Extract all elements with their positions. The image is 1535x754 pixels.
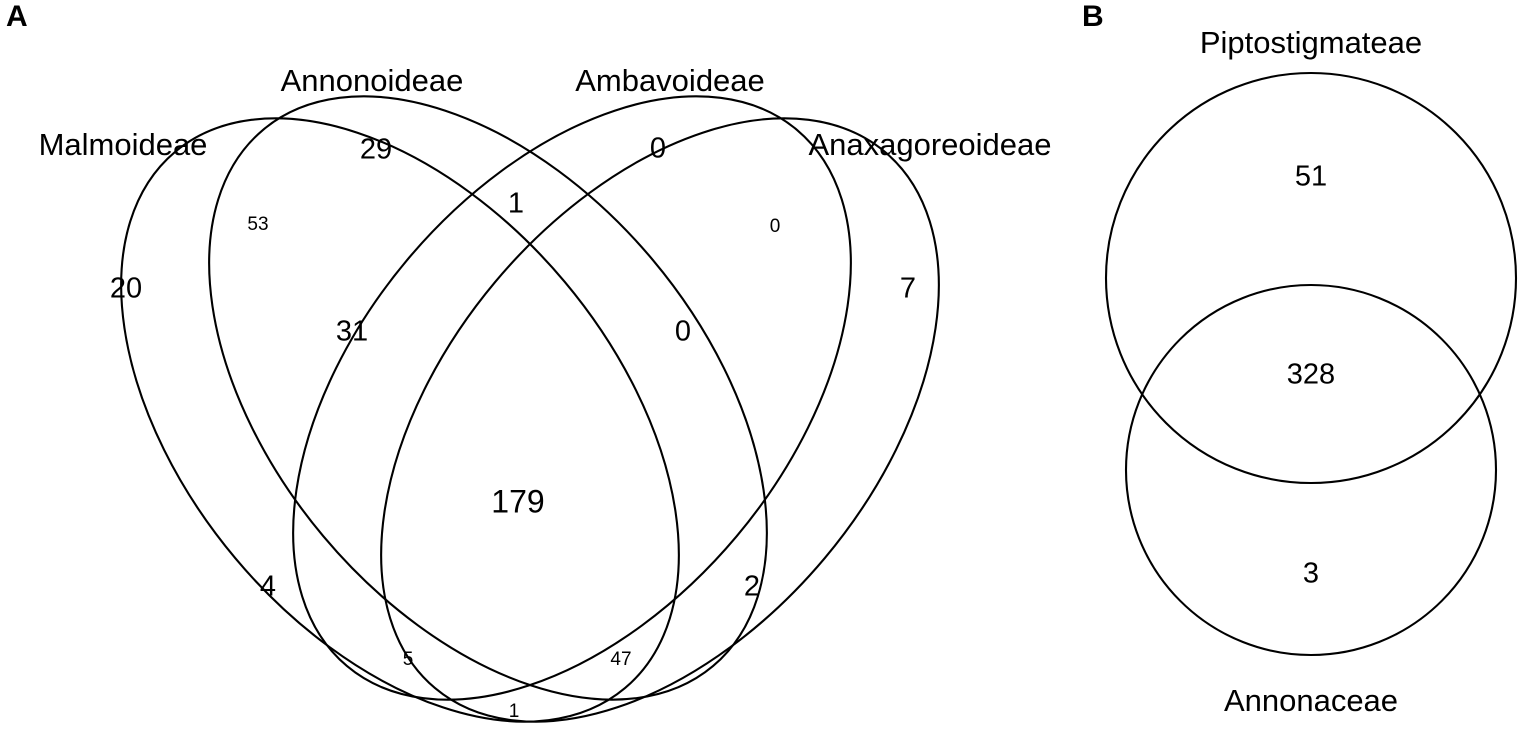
- count-malmoideae-anaxagoreoideae: 1: [509, 701, 520, 722]
- panel-b: B Piptostigmateae 51 328 3 Annonaceae: [1060, 0, 1535, 754]
- count-intersection: 328: [1287, 359, 1335, 391]
- count-annonoideae-ambavoideae: 1: [508, 188, 524, 220]
- count-annonoideae-anaxagoreoideae: 0: [675, 316, 691, 348]
- count-malmoideae-annonoideae-ambavoideae: 4: [260, 571, 276, 603]
- set-label-anaxagoreoideae: Anaxagoreoideae: [808, 127, 1051, 162]
- count-all-four: 179: [491, 483, 544, 519]
- panel-a-letter: A: [6, 0, 28, 33]
- count-malmoideae-ambavoideae: 31: [336, 316, 368, 348]
- count-malmoideae-annonoideae-anaxagoreoideae: 5: [403, 649, 414, 670]
- count-anaxagoreoideae-only: 7: [900, 273, 916, 305]
- set-label-annonaceae: Annonaceae: [1224, 683, 1398, 718]
- count-annonoideae-ambavoideae-anaxagoreoideae: 2: [744, 571, 760, 603]
- count-malmoideae-ambavoideae-anaxagoreoideae: 47: [610, 649, 631, 670]
- ellipse-anaxagoreoideae: [270, 14, 1049, 754]
- circle-annonaceae: [1126, 285, 1496, 655]
- ellipse-ambavoideae: [182, 0, 961, 754]
- set-label-piptostigmateae: Piptostigmateae: [1200, 25, 1422, 60]
- count-annonoideae-only: 29: [360, 134, 392, 166]
- ellipse-malmoideae: [10, 14, 789, 754]
- set-label-malmoideae: Malmoideae: [39, 127, 208, 162]
- panel-b-letter: B: [1082, 0, 1104, 33]
- count-ambavoideae-anaxagoreoideae: 0: [770, 216, 781, 237]
- count-malmoideae-annonoideae: 53: [247, 214, 268, 235]
- set-label-annonoideae: Annonoideae: [281, 63, 464, 98]
- panel-a-venn-svg: Malmoideae Annonoideae Ambavoideae Anaxa…: [10, 0, 1052, 754]
- panel-b-venn-svg: Piptostigmateae 51 328 3 Annonaceae: [1060, 25, 1535, 718]
- panel-a: A Malmoideae Annonoideae Ambavoideae Ana…: [6, 0, 1052, 754]
- ellipse-annonoideae: [98, 0, 877, 754]
- count-malmoideae-only: 20: [110, 273, 142, 305]
- count-ambavoideae-only: 0: [650, 133, 666, 165]
- set-label-ambavoideae: Ambavoideae: [575, 63, 765, 98]
- count-piptostigmateae-only: 51: [1295, 161, 1327, 193]
- count-annonaceae-only: 3: [1303, 558, 1319, 590]
- circle-piptostigmateae: [1106, 73, 1516, 483]
